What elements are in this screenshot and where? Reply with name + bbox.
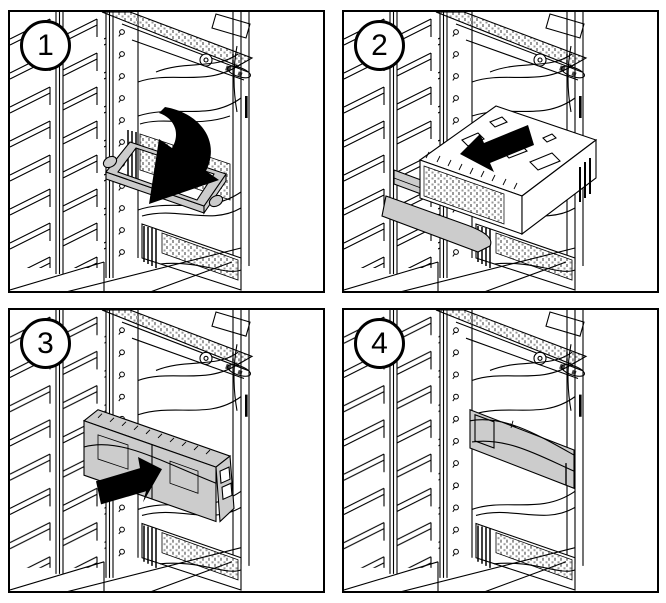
step-number-badge: 3 <box>20 318 71 369</box>
step-number: 4 <box>371 326 388 360</box>
step-panel-1: 1 <box>8 10 325 293</box>
step-number-badge: 2 <box>354 20 405 71</box>
step-number-badge: 1 <box>20 20 71 71</box>
filler-panel-installed <box>469 408 575 490</box>
step-number: 2 <box>371 28 388 62</box>
rack-illustration-step3 <box>10 310 323 591</box>
rack-illustration-step1 <box>10 12 323 291</box>
step-number: 1 <box>37 28 54 62</box>
step-panel-4: 4 <box>342 308 659 593</box>
step-panel-2: 2 <box>342 10 659 293</box>
insert-arrow-icon <box>460 125 534 172</box>
step-number-badge: 4 <box>354 318 405 369</box>
rack-illustration-step2 <box>344 12 598 291</box>
step-number: 3 <box>37 326 54 360</box>
curved-arrow-down-icon <box>149 107 219 204</box>
disk-drive-module <box>418 105 598 236</box>
rack-illustration-step4 <box>344 310 657 591</box>
insert-arrow-icon <box>96 457 162 505</box>
step-panel-3: 3 <box>8 308 325 593</box>
